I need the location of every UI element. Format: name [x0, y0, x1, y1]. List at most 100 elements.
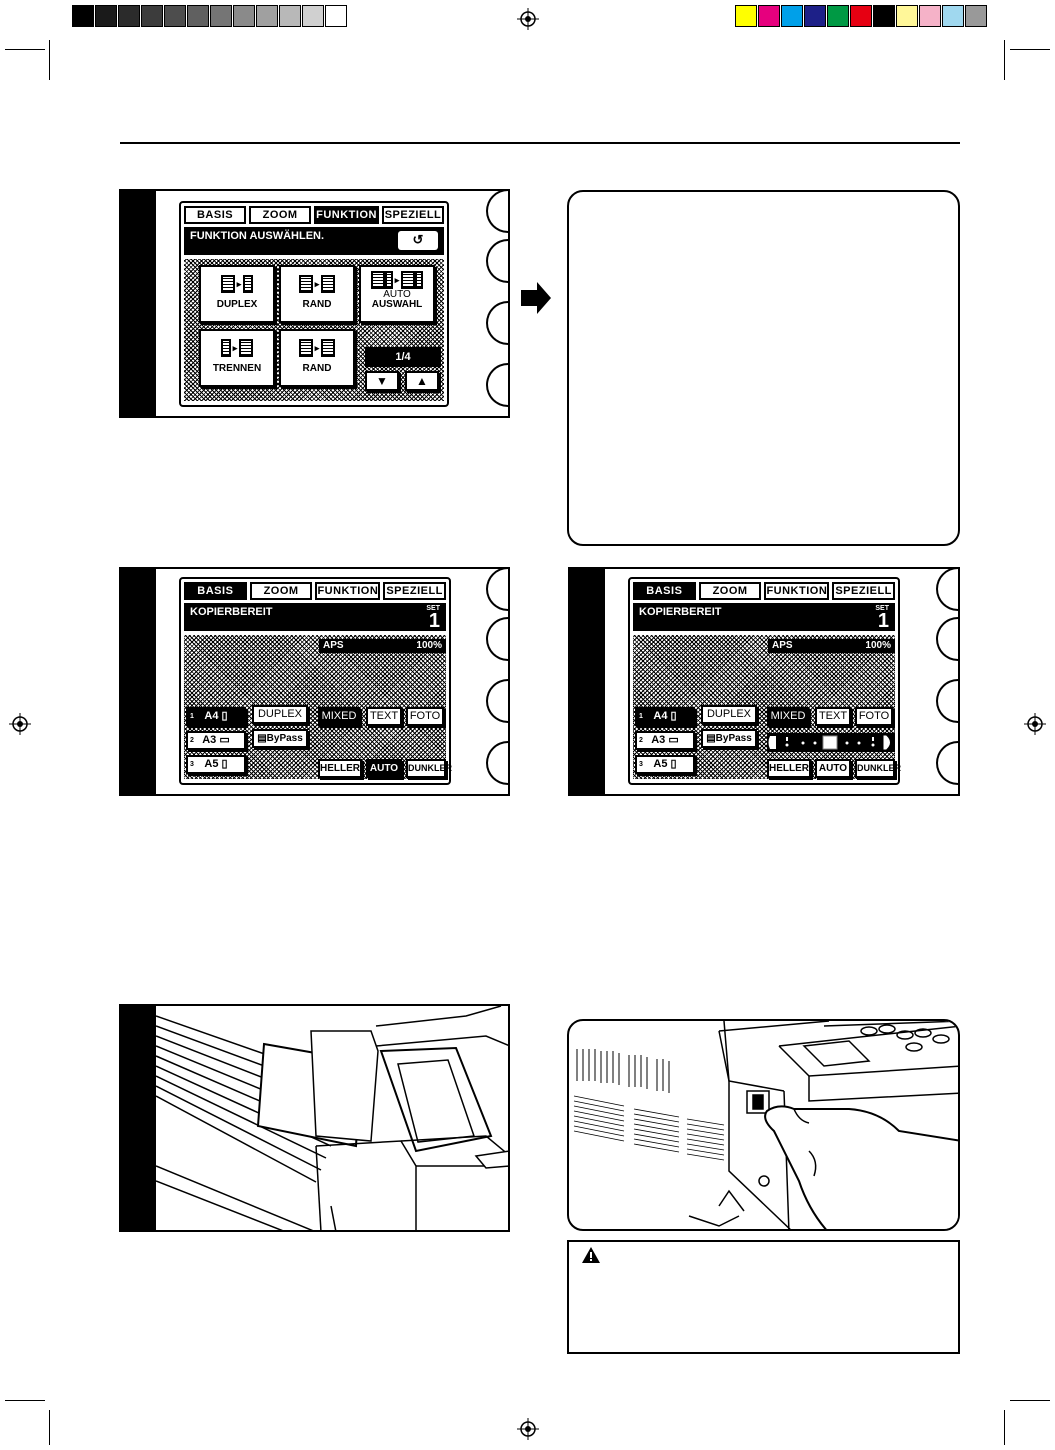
page-up-button[interactable]: ▲	[405, 371, 439, 391]
paper-size-label: A3	[202, 734, 217, 746]
bypass-button[interactable]: ▤ByPass	[701, 729, 757, 748]
page-down-button[interactable]: ▼	[365, 371, 399, 391]
registration-mark-icon	[517, 8, 539, 30]
dunkler-button[interactable]: DUNKLER	[855, 759, 901, 778]
down-arrow-icon: ▼	[376, 374, 388, 388]
rand-function-button[interactable]: ▸ RAND	[279, 265, 355, 323]
message-bar: KOPIERBEREIT SET 1	[184, 603, 446, 631]
landscape-paper-icon: ▭	[219, 734, 230, 746]
function-screen-panel: BASIS ZOOM FUNKTION SPEZIELL FUNKTION AU…	[119, 189, 510, 418]
aps-label: APS	[323, 640, 344, 651]
exposure-slider[interactable]	[767, 733, 895, 752]
auto-exposure-button[interactable]: AUTO	[815, 759, 851, 778]
paper-size-label: A4	[204, 710, 219, 722]
paper-a5-button[interactable]: 3 A5 ▯	[186, 755, 246, 774]
mode-foto-button[interactable]: FOTO	[855, 707, 893, 726]
copy-set-count: SET 1	[426, 605, 440, 632]
up-arrow-icon: ▲	[416, 374, 428, 388]
tab-zoom[interactable]: ZOOM	[249, 582, 313, 600]
bypass-tray-icon: ▤	[257, 733, 267, 744]
mode-text-button[interactable]: TEXT	[366, 707, 402, 726]
dunkler-button[interactable]: DUNKLER	[406, 759, 452, 778]
tab-speziell[interactable]: SPEZIELL	[383, 582, 446, 600]
color-swatch	[735, 5, 757, 27]
mode-text-button[interactable]: TEXT	[815, 707, 851, 726]
paper-a3-button[interactable]: 2 A3 ▭	[186, 731, 246, 750]
page-indicator: 1/4	[365, 347, 441, 367]
tab-funktion[interactable]: FUNKTION	[314, 206, 379, 224]
duplex-function-button[interactable]: ▸ DUPLEX	[199, 265, 275, 323]
basic-screen-panel-1: BASIS ZOOM FUNKTION SPEZIELL KOPIERBEREI…	[119, 567, 510, 796]
heller-button[interactable]: HELLER	[318, 759, 362, 778]
auto-auswahl-button[interactable]: ▸ AUTO AUSWAHL	[359, 265, 435, 323]
color-swatch	[896, 5, 918, 27]
basic-controls-area: APS 100% 1 A4 ▯ 2 A3 ▭ 3 A5 ▯ DUPLEX ▤By…	[184, 635, 452, 779]
mode-mixed-button[interactable]: MIXED	[318, 707, 360, 726]
tab-basis[interactable]: BASIS	[633, 582, 696, 600]
crop-mark	[49, 40, 50, 80]
back-button[interactable]: ↺	[398, 231, 438, 250]
paper-size-label: A5	[204, 758, 219, 770]
mode-foto-button[interactable]: FOTO	[406, 707, 444, 726]
trennen-function-button[interactable]: ▸ TRENNEN	[199, 329, 275, 387]
portrait-paper-icon: ▯	[221, 758, 228, 770]
gray-swatch	[187, 5, 209, 27]
tab-basis[interactable]: BASIS	[184, 206, 247, 224]
color-swatch	[942, 5, 964, 27]
tab-funktion[interactable]: FUNKTION	[315, 582, 381, 600]
paper-a5-button[interactable]: 3 A5 ▯	[635, 755, 695, 774]
tab-speziell[interactable]: SPEZIELL	[832, 582, 895, 600]
crop-mark	[1010, 1400, 1050, 1401]
tab-basis[interactable]: BASIS	[184, 582, 247, 600]
copy-set-count: SET 1	[875, 605, 889, 632]
set-label: SET	[426, 605, 440, 612]
paper-size-label: A3	[651, 734, 666, 746]
color-swatch	[827, 5, 849, 27]
color-swatch	[850, 5, 872, 27]
auto-exposure-button[interactable]: AUTO	[366, 759, 402, 778]
paper-feed-drawing	[156, 1006, 508, 1230]
rand-border-button[interactable]: ▸ RAND	[279, 329, 355, 387]
crop-mark	[49, 1410, 50, 1445]
color-swatch	[758, 5, 780, 27]
color-swatch	[965, 5, 987, 27]
crop-mark	[1010, 49, 1050, 50]
gray-swatch	[164, 5, 186, 27]
set-number: 1	[428, 610, 440, 632]
bypass-tray-icon: ▤	[706, 733, 716, 744]
step-stripe	[121, 1006, 156, 1230]
registration-mark-icon	[1024, 713, 1046, 735]
basic-controls-area: APS 100% 1 A4 ▯ 2 A3 ▭ 3 A5 ▯ DUPLEX ▤By…	[633, 635, 901, 779]
paper-a4-button[interactable]: 1 A4 ▯	[186, 707, 246, 726]
set-number: 1	[877, 610, 889, 632]
aps-label: APS	[772, 640, 793, 651]
gray-swatch	[141, 5, 163, 27]
return-arrow-icon: ↺	[412, 232, 424, 247]
portrait-paper-icon: ▯	[670, 710, 677, 722]
paper-a4-button[interactable]: 1 A4 ▯	[635, 707, 695, 726]
tab-speziell[interactable]: SPEZIELL	[381, 206, 445, 224]
function-grid: ▸ DUPLEX ▸ RAND ▸ AUTO AUSWAHL ▸ TRENNEN…	[184, 259, 444, 401]
mode-mixed-button[interactable]: MIXED	[767, 707, 809, 726]
tab-zoom[interactable]: ZOOM	[249, 206, 312, 224]
paper-a3-button[interactable]: 2 A3 ▭	[635, 731, 695, 750]
tab-zoom[interactable]: ZOOM	[698, 582, 762, 600]
warning-triangle-icon	[582, 1247, 600, 1263]
power-switch-drawing	[573, 1021, 958, 1229]
touch-screen: BASIS ZOOM FUNKTION SPEZIELL KOPIERBEREI…	[628, 577, 901, 785]
duplex-button[interactable]: DUPLEX	[252, 705, 308, 724]
auswahl-label: AUSWAHL	[371, 299, 423, 310]
paper-size-label: A5	[653, 758, 668, 770]
gray-swatch	[233, 5, 255, 27]
tab-funktion[interactable]: FUNKTION	[764, 582, 830, 600]
heller-button[interactable]: HELLER	[767, 759, 811, 778]
header-rule	[120, 142, 960, 144]
color-calibration-bar	[735, 5, 988, 27]
portrait-paper-icon: ▯	[221, 710, 228, 722]
duplex-button[interactable]: DUPLEX	[701, 705, 757, 724]
aps-zoom-bar: APS 100%	[319, 639, 446, 653]
color-swatch	[781, 5, 803, 27]
caution-box	[567, 1240, 960, 1354]
bypass-button[interactable]: ▤ByPass	[252, 729, 308, 748]
portrait-paper-icon: ▯	[670, 758, 677, 770]
